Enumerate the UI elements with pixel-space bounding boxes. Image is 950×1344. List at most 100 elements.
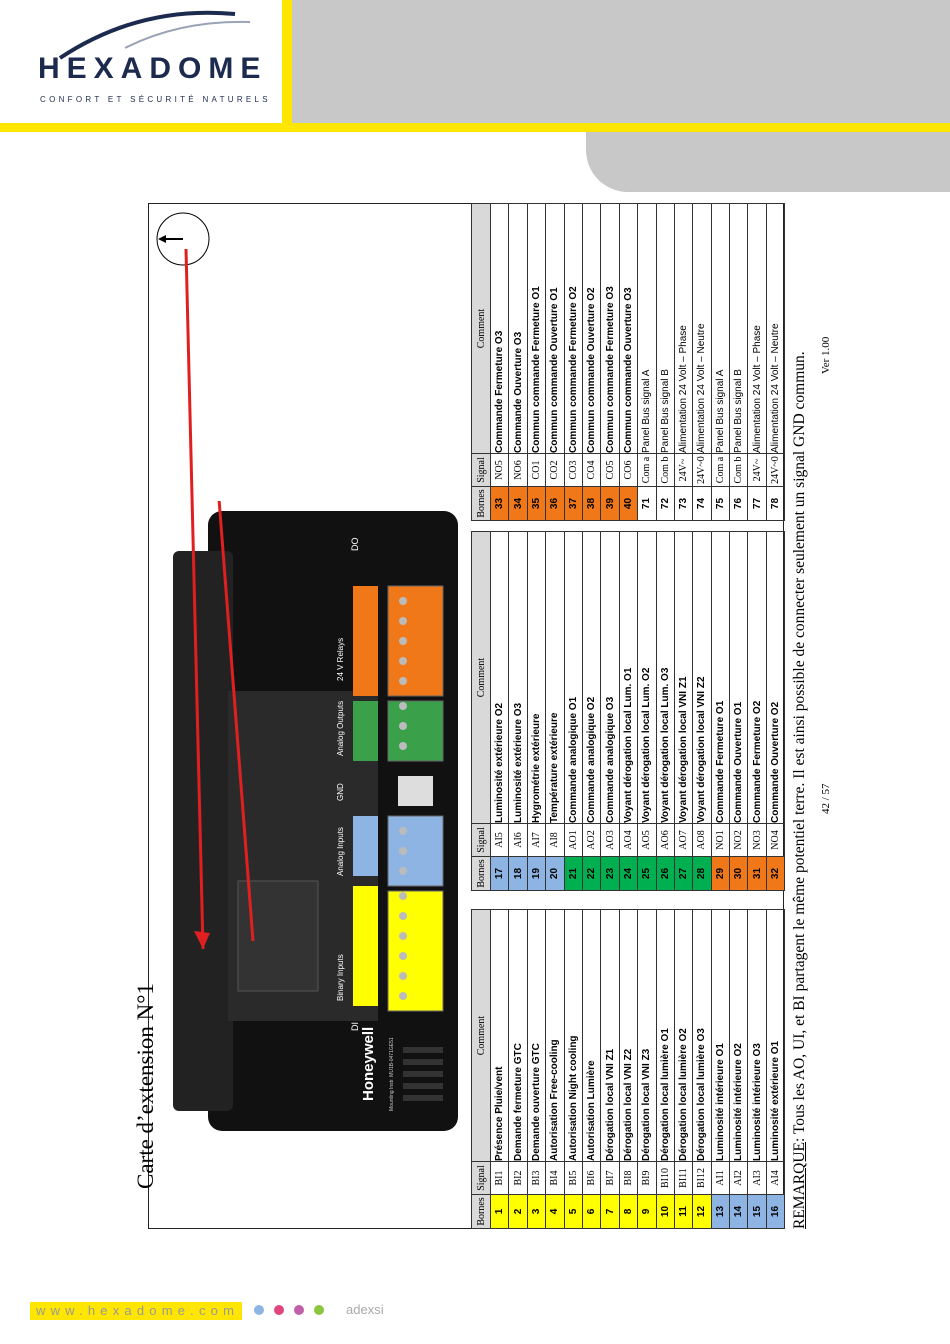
cell-signal: CO3 <box>564 453 583 487</box>
cell-borne: 7 <box>600 1194 620 1229</box>
cell-comment: Commun commande Ouverture O3 <box>619 203 638 454</box>
cell-signal: AI8 <box>545 823 565 857</box>
cell-borne: 27 <box>674 856 693 891</box>
cell-signal: BI3 <box>527 1161 546 1195</box>
cell-signal: AI3 <box>747 1161 767 1195</box>
cell-signal: Com b <box>729 453 748 487</box>
pointer-arrow <box>184 248 210 950</box>
cell-borne: 13 <box>711 1194 730 1229</box>
header-yellow-divider <box>282 0 292 125</box>
footer-url[interactable]: www.hexadome.com <box>36 1303 240 1318</box>
cell-borne: 11 <box>674 1194 693 1229</box>
footer-dot-4 <box>314 1305 324 1315</box>
cell-comment: Panel Bus signal A <box>637 203 657 454</box>
cell-borne: 73 <box>674 486 693 521</box>
cell-comment: Commande analogique O1 <box>564 531 583 824</box>
cell-borne: 16 <box>766 1194 785 1229</box>
cell-signal: Com a <box>637 453 657 487</box>
device-brand: Honeywell <box>360 1027 377 1101</box>
cell-comment: Commun commande Fermeture O1 <box>527 203 546 454</box>
cell-signal: NO4 <box>766 823 785 857</box>
cell-signal: BI9 <box>637 1161 657 1195</box>
cell-borne: 5 <box>564 1194 583 1229</box>
cell-comment: Panel Bus signal B <box>729 203 748 454</box>
cell-borne: 8 <box>619 1194 638 1229</box>
remark-label: REMARQUE <box>791 1142 808 1229</box>
cell-comment: Dérogation local VNI Z1 <box>600 909 620 1162</box>
cell-borne: 19 <box>527 856 546 891</box>
cell-borne: 33 <box>490 486 509 521</box>
cell-comment: Luminosité extérieure O1 <box>766 909 785 1162</box>
header-bornes: Bornes <box>471 856 491 891</box>
cell-comment: Luminosité intérieure O2 <box>729 909 748 1162</box>
header-comment: Comment <box>471 203 491 454</box>
cell-signal: AI1 <box>711 1161 730 1195</box>
cell-comment: Voyant dérogation local Lum. O3 <box>656 531 675 824</box>
cell-signal: BI4 <box>545 1161 565 1195</box>
cell-borne: 23 <box>600 856 620 891</box>
cell-comment: Panel Bus signal A <box>711 203 730 454</box>
header-bornes: Bornes <box>471 486 491 521</box>
device-analog-out-label: Analog Outputs <box>336 701 345 756</box>
cell-signal: AO7 <box>674 823 693 857</box>
cell-comment: Demande ouverture GTC <box>527 909 546 1162</box>
cell-comment: Voyant dérogation local VNI Z1 <box>674 531 693 824</box>
cell-comment: Commande Ouverture O1 <box>729 531 748 824</box>
remark: REMARQUE: Tous les AO, UI, et BI partage… <box>791 351 809 1229</box>
cell-signal: AI4 <box>766 1161 785 1195</box>
cell-signal: AO5 <box>637 823 657 857</box>
cell-signal: BI12 <box>692 1161 712 1195</box>
cell-signal: Com b <box>656 453 675 487</box>
cell-comment: Alimentation 24 Volt – Phase <box>674 203 693 454</box>
cell-borne: 71 <box>637 486 657 521</box>
cell-borne: 37 <box>564 486 583 521</box>
cell-comment: Luminosité extérieure O3 <box>508 531 528 824</box>
cell-comment: Autorisation Lumière <box>582 909 601 1162</box>
cell-borne: 10 <box>656 1194 675 1229</box>
cell-borne: 1 <box>490 1194 509 1229</box>
cell-comment: Présence Pluie/vent <box>490 909 509 1162</box>
cell-comment: Commande Fermeture O2 <box>747 531 767 824</box>
cell-comment: Commande Fermeture O1 <box>711 531 730 824</box>
footer-dot-2 <box>274 1305 284 1315</box>
cell-comment: Commande Ouverture O3 <box>508 203 528 454</box>
footer-dot-1 <box>254 1305 264 1315</box>
cell-borne: 22 <box>582 856 601 891</box>
cell-borne: 25 <box>637 856 657 891</box>
device-analog-in-label: Analog Inputs <box>336 827 345 876</box>
header-yellow-rule <box>0 123 950 132</box>
header-comment: Comment <box>471 909 491 1162</box>
cell-borne: 31 <box>747 856 767 891</box>
cell-signal: CO2 <box>545 453 565 487</box>
cell-signal: 24V~0 <box>766 453 785 487</box>
cell-signal: AI2 <box>729 1161 748 1195</box>
header-signal: Signal <box>471 823 491 857</box>
device-relays-label: 24 V Relays <box>336 638 345 681</box>
cell-signal: 24V~0 <box>692 453 712 487</box>
device-mounting-label: Mounting Instr. MU1B-0471GE51 <box>389 1037 395 1111</box>
cell-comment: Commun commande Fermeture O2 <box>564 203 583 454</box>
cell-signal: CO5 <box>600 453 620 487</box>
cell-comment: Commande analogique O3 <box>600 531 620 824</box>
cell-borne: 20 <box>545 856 565 891</box>
cell-signal: NO5 <box>490 453 509 487</box>
cell-signal: BI2 <box>508 1161 528 1195</box>
